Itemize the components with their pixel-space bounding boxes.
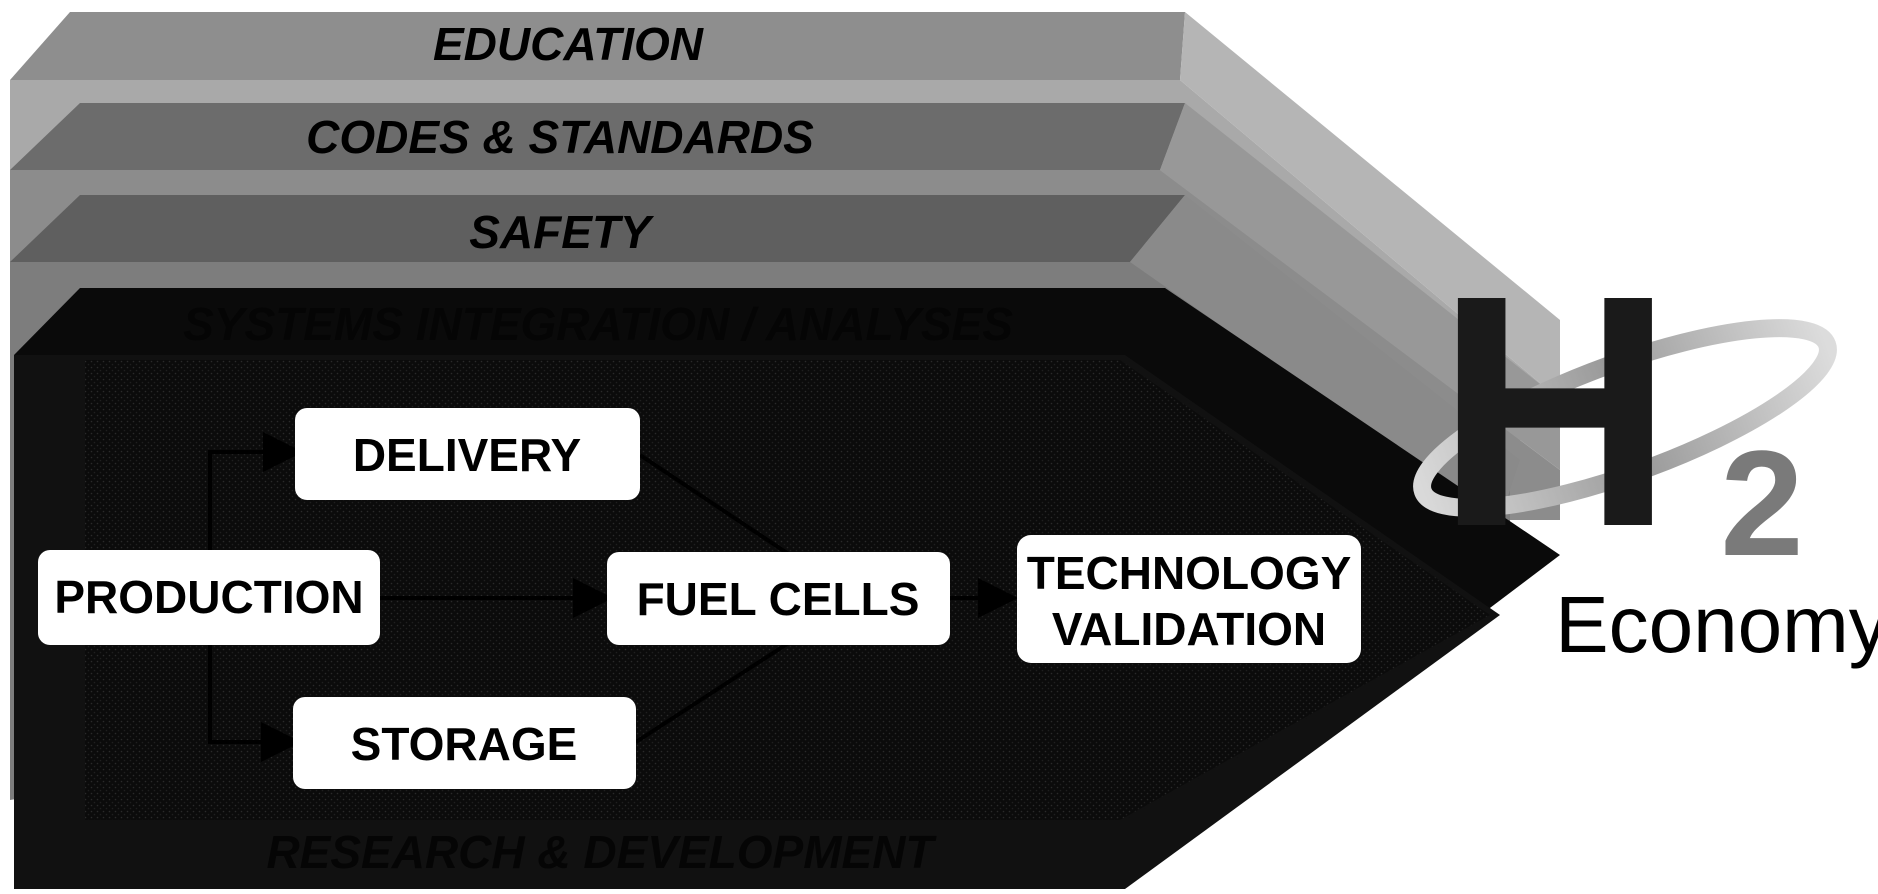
delivery-box: DELIVERY — [295, 408, 640, 500]
technology-label: TECHNOLOGY — [1027, 547, 1352, 599]
safety-label: SAFETY — [469, 206, 655, 258]
fuel-cells-label: FUEL CELLS — [637, 573, 920, 625]
education-label: EDUCATION — [433, 18, 704, 70]
validation-label: VALIDATION — [1052, 603, 1326, 655]
fuel-cells-box: FUEL CELLS — [607, 552, 950, 645]
economy-word: Economy — [1555, 580, 1878, 669]
flow-connectors — [208, 432, 1018, 762]
production-box: PRODUCTION — [38, 550, 380, 645]
connector-production-delivery — [208, 432, 303, 598]
storage-label: STORAGE — [351, 718, 578, 770]
connector-production-storage — [208, 598, 301, 762]
h2-economy-logo: H 2 Economy — [1413, 226, 1878, 669]
technology-validation-box: TECHNOLOGY VALIDATION — [1017, 535, 1361, 663]
connector-storage-fuelcells — [634, 640, 792, 744]
delivery-label: DELIVERY — [353, 429, 581, 481]
storage-box: STORAGE — [293, 697, 636, 789]
research-development-label: RESEARCH & DEVELOPMENT — [266, 826, 937, 878]
h-symbol: H — [1436, 226, 1674, 595]
orbit-ring-icon — [1413, 319, 1837, 517]
connector-delivery-fuelcells — [638, 453, 792, 557]
production-label: PRODUCTION — [54, 571, 363, 623]
subscript-two: 2 — [1720, 419, 1803, 587]
systems-integration-label: SYSTEMS INTEGRATION / ANALYSES — [183, 298, 1013, 350]
codes-standards-label: CODES & STANDARDS — [306, 111, 814, 163]
